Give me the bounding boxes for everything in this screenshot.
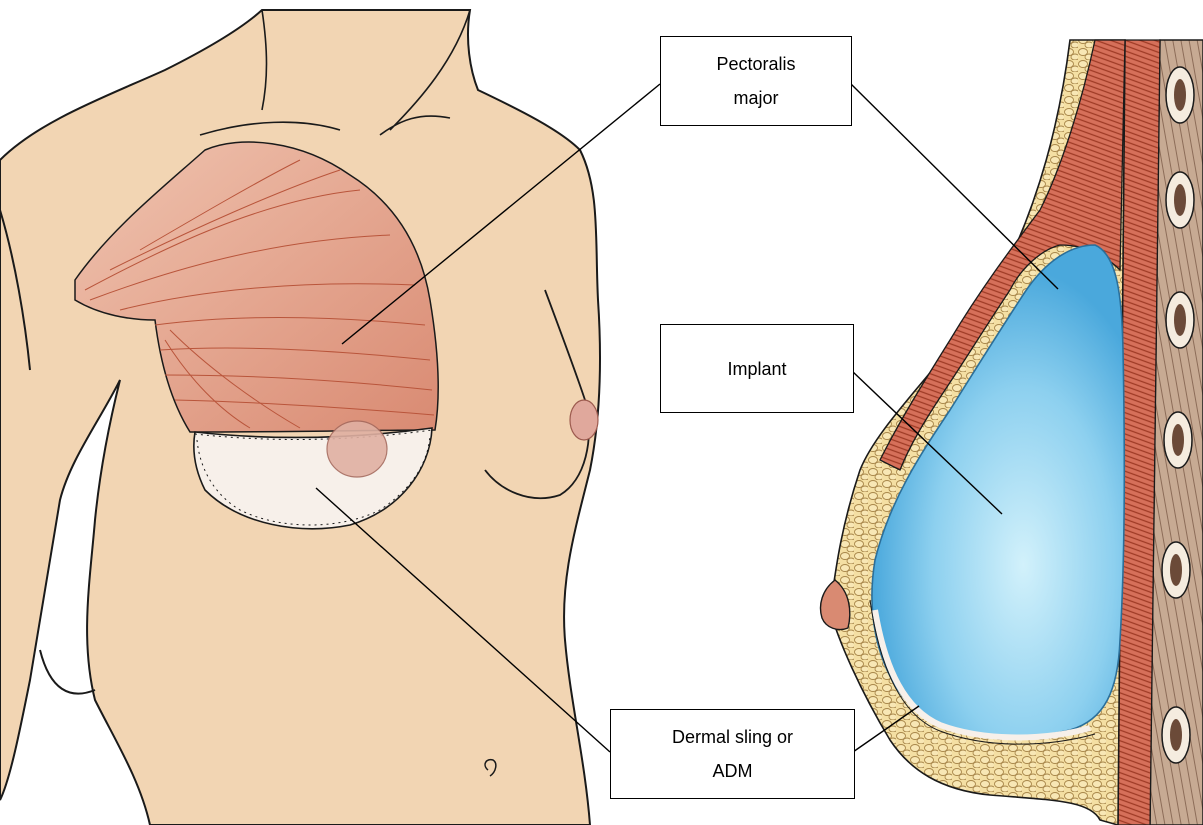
leader-pectoralis-right <box>851 84 1058 289</box>
label-pectoralis-line2: major <box>733 81 778 115</box>
label-dermal-line2: ADM <box>713 754 753 788</box>
label-dermal-sling: Dermal sling or ADM <box>610 709 855 799</box>
label-implant: Implant <box>660 324 854 413</box>
label-pectoralis-major: Pectoralis major <box>660 36 852 126</box>
cross-section-figure <box>821 40 1203 825</box>
label-implant-text: Implant <box>727 352 786 386</box>
left-areola <box>327 421 387 477</box>
label-dermal-line1: Dermal sling or <box>672 720 793 754</box>
right-nipple <box>570 400 598 440</box>
torso-figure <box>0 10 600 825</box>
label-pectoralis-line1: Pectoralis <box>716 47 795 81</box>
